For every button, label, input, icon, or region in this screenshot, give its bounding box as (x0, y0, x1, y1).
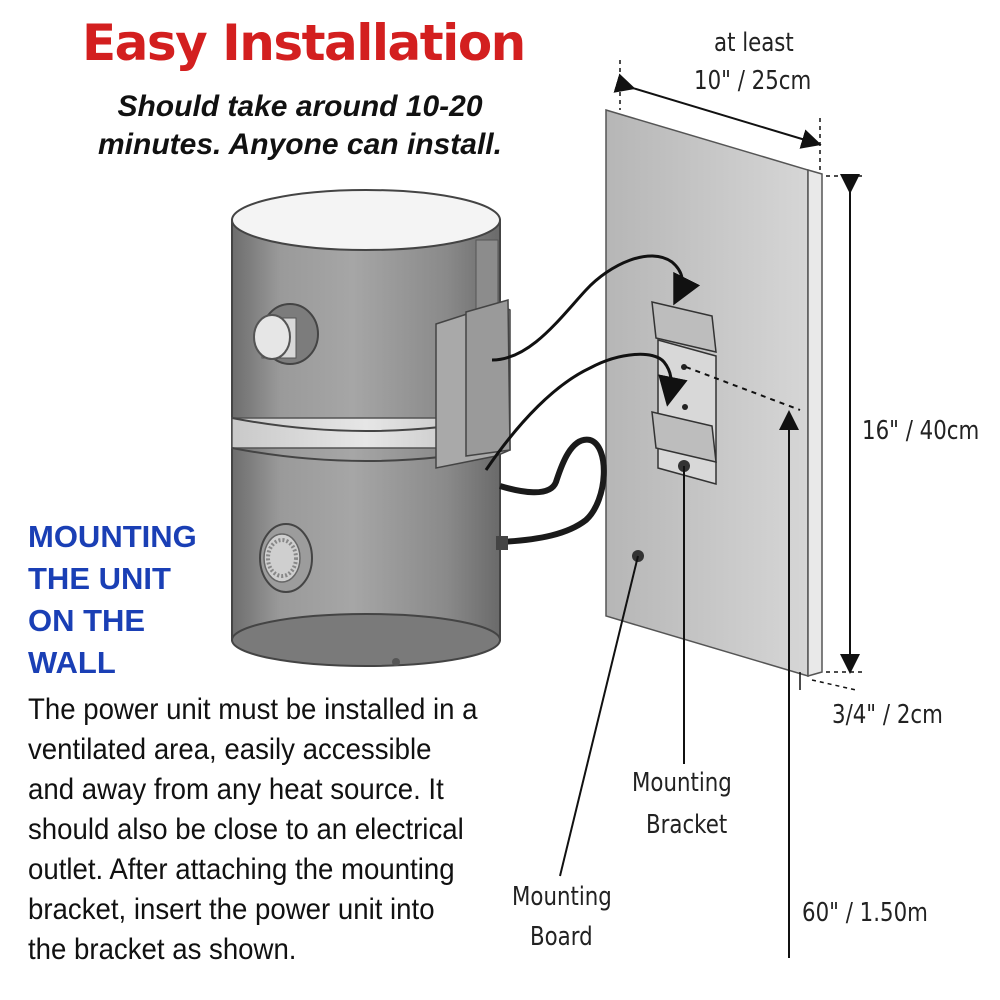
height-dimension-label: 16" / 40cm (862, 416, 980, 446)
thickness-dimension-label: 3/4" / 2cm (832, 700, 943, 730)
floor-height-label: 60" / 1.50m (802, 898, 928, 928)
bracket-label-line1: Mounting (632, 768, 732, 798)
width-prefix-label: at least (714, 28, 794, 58)
section-heading-line: THE UNIT (28, 561, 171, 596)
section-description: The power unit must be installed in a ve… (28, 693, 478, 966)
power-unit (231, 189, 511, 667)
board-label-line1: Mounting (512, 882, 612, 912)
width-dimension-label: 10" / 25cm (694, 66, 812, 96)
page-title: Easy Installation (82, 14, 526, 72)
section-heading: MOUNTING THE UNIT ON THE WALL (28, 516, 197, 684)
page-subtitle: Should take around 10-20 minutes. Anyone… (98, 90, 502, 161)
section-heading-line: MOUNTING (28, 519, 197, 554)
guide-arrow-upper (491, 254, 701, 362)
board-label-line2: Board (530, 922, 593, 952)
guide-arrow-lower (484, 352, 688, 471)
bracket-label-line2: Bracket (646, 810, 728, 840)
section-heading-line: ON THE (28, 603, 146, 638)
section-heading-line: WALL (28, 645, 116, 680)
power-cord (499, 436, 607, 545)
